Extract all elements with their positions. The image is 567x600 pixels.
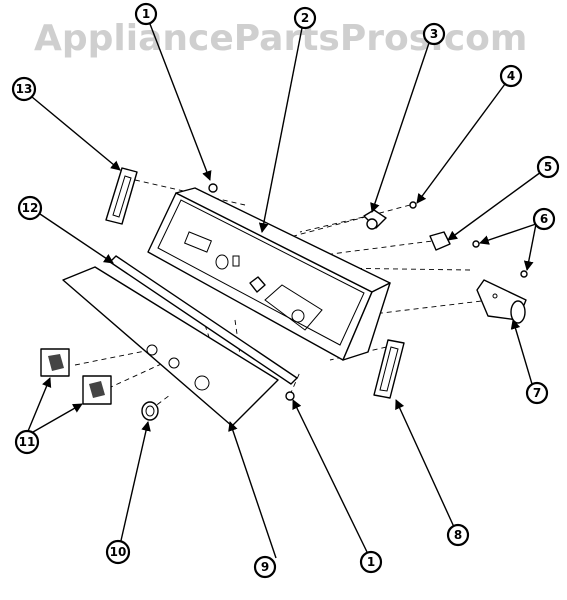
callout-10: 10 [105, 539, 131, 565]
callout-label: 3 [430, 27, 438, 41]
callout-label: 9 [261, 560, 269, 574]
callout-label: 1 [142, 7, 150, 21]
callout-11: 11 [14, 429, 40, 455]
front-panel [62, 266, 279, 427]
relay-part [429, 231, 451, 251]
left-end-cap [105, 167, 138, 225]
callout-label: 8 [454, 528, 462, 542]
callout-8: 8 [446, 523, 470, 547]
callout-7: 7 [525, 381, 549, 405]
callout-1-bottom: 1 [359, 550, 383, 574]
callout-3: 3 [422, 22, 446, 46]
trim-strip [109, 255, 298, 385]
timer-part [476, 279, 527, 324]
watermark-text: AppliancePartsPros.com [34, 18, 527, 59]
callout-12: 12 [17, 195, 43, 221]
screw-part-6 [472, 240, 528, 278]
right-end-cap [373, 339, 405, 399]
control-panel-console [147, 187, 391, 361]
callout-6: 6 [532, 207, 556, 231]
selector-knobs [40, 348, 112, 405]
callout-label: 6 [540, 212, 548, 226]
callout-label: 1 [367, 555, 375, 569]
callout-label: 13 [16, 82, 33, 96]
callout-label: 10 [110, 545, 127, 559]
knob-part [141, 401, 159, 421]
callout-label: 5 [544, 160, 552, 174]
screw-part-1 [208, 183, 295, 401]
callout-13: 13 [11, 76, 37, 102]
callout-2: 2 [293, 6, 317, 30]
callout-label: 4 [507, 69, 515, 83]
callout-5: 5 [536, 155, 560, 179]
leader-lines [25, 23, 542, 559]
callout-label: 2 [301, 11, 309, 25]
callout-1-top: 1 [134, 2, 158, 26]
callout-9: 9 [253, 555, 277, 579]
callout-label: 12 [22, 201, 39, 215]
callout-label: 7 [533, 386, 541, 400]
callout-4: 4 [499, 64, 523, 88]
callout-label: 11 [19, 435, 36, 449]
switch-part [363, 209, 387, 230]
screw-part-4 [409, 201, 417, 209]
